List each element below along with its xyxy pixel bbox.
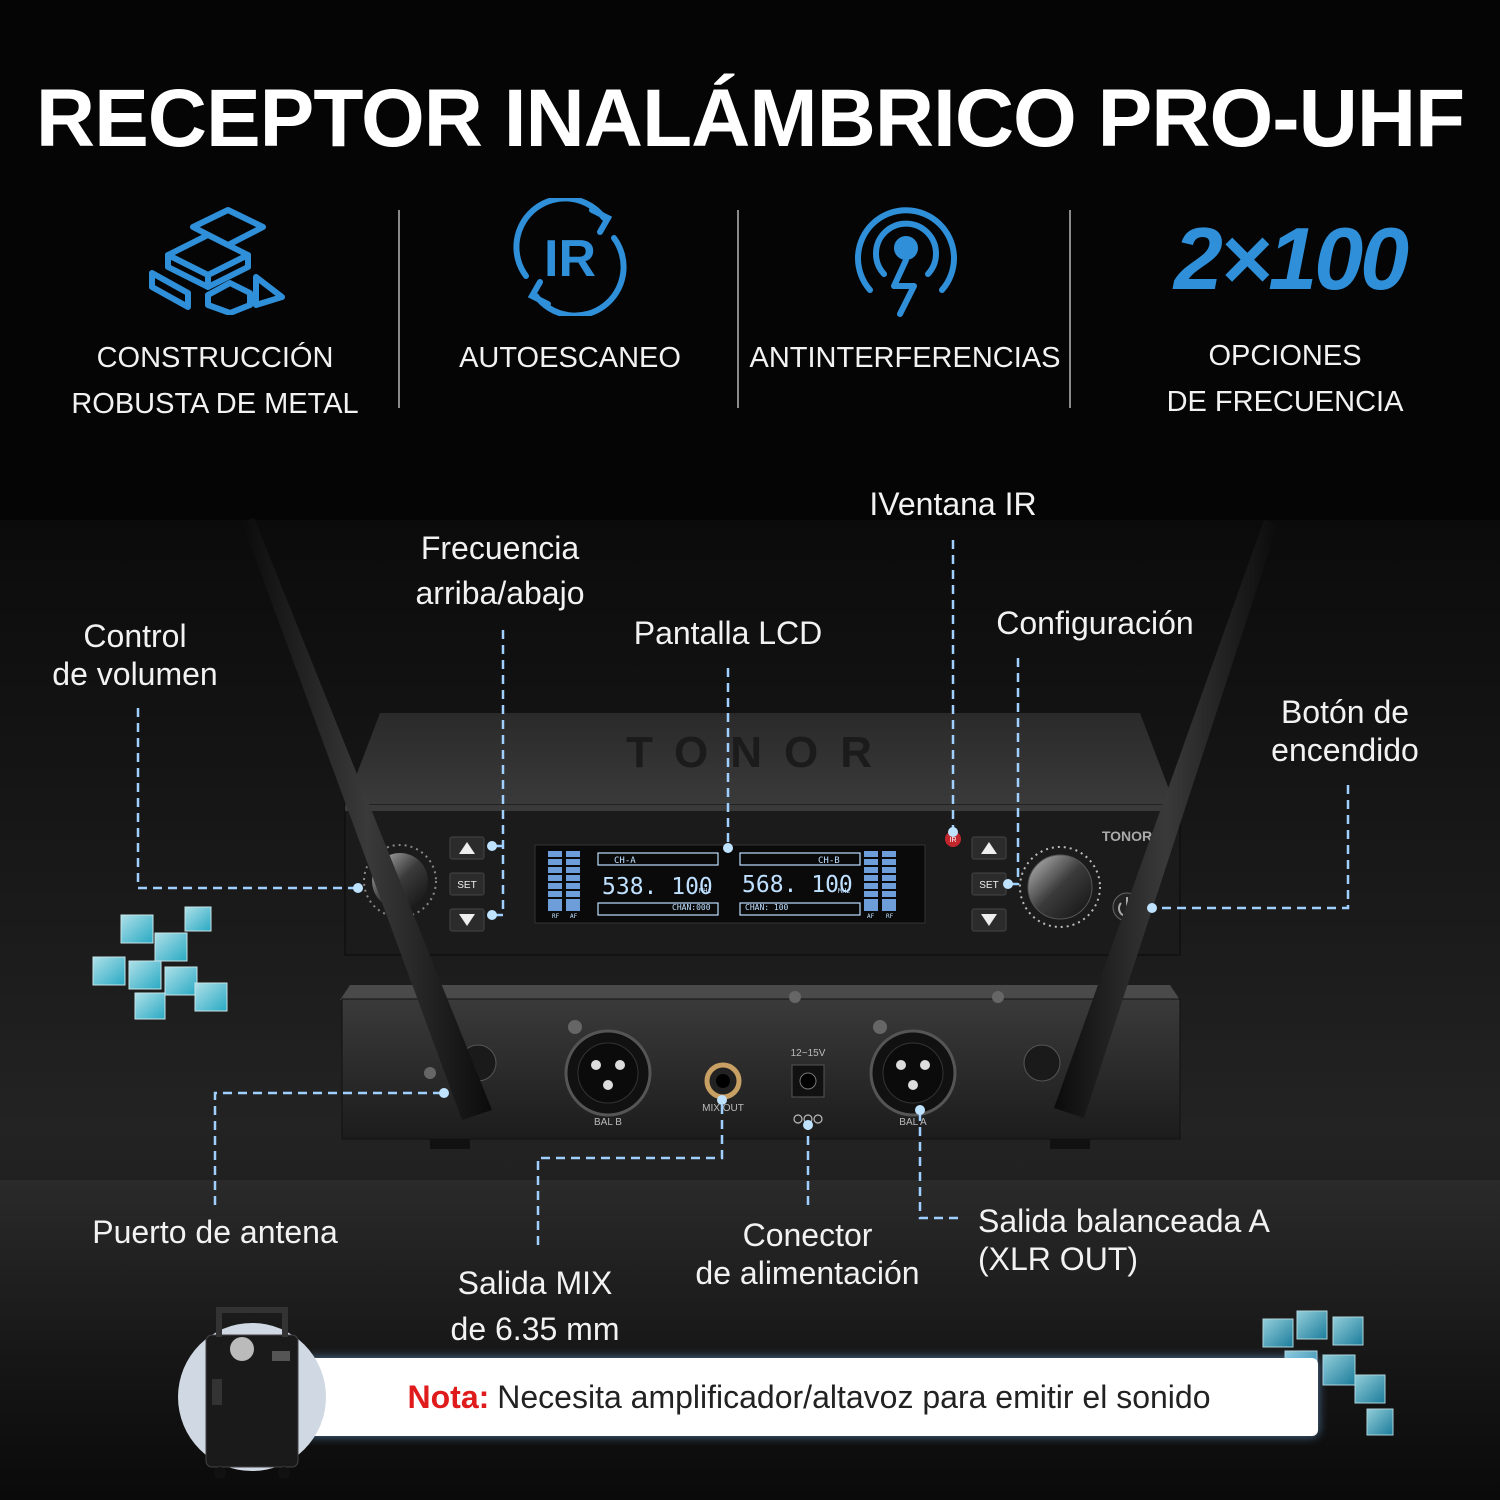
lcd-rf-a: RF [552,913,560,920]
page-title: RECEPTOR INALÁMBRICO PRO-UHF [35,73,1465,164]
feature-autoscan-line1: AUTOESCANEO [459,342,681,374]
note-body: Necesita amplificador/altavoz para emiti… [497,1378,1211,1415]
ir-scan-icon: IR [513,198,627,316]
lcd-ch-a: CH-A [614,856,636,866]
callout-power-button: Botón de encendido [1250,693,1440,769]
note-label: Nota: [407,1378,490,1415]
lcd-freq-b: 568. 100 [742,872,853,898]
lcd-unit-b: MHz [838,887,851,895]
antenna-right [1054,520,1278,1118]
left-button-group: SET [449,836,485,932]
callout-volume-line1: Control [83,618,187,654]
callout-volume-line2: de volumen [52,656,218,692]
callout-lcd: Pantalla LCD [633,615,823,651]
lcd-ch-b: CH-B [818,856,840,866]
bal-b-label: BAL B [594,1117,622,1128]
callout-ir-window: IVentana IR [869,486,1037,522]
receiver-back-unit: BAL B MIX OUT 12~15V BAL A [340,985,1181,1149]
callout-power-line2: encendido [1271,732,1419,768]
callout-bal-out-line2: (XLR OUT) [978,1241,1138,1277]
feature-freq-line1: OPCIONES [1208,340,1362,372]
callout-power-conn-line1: Conector [742,1217,873,1253]
callout-frequency: Frecuencia arriba/abajo [385,526,615,616]
receiver-front-unit: TONOR CH-A CH-B 538. 100 568. 100 MHz MH… [344,713,1181,956]
frequency-count: 2×100 [1173,209,1409,308]
lcd-af-b: AF [867,913,875,920]
lcd-af-a: AF [570,913,578,920]
callout-mix-out: Salida MIX de 6.35 mm [430,1260,640,1352]
set-label-right: SET [979,880,998,891]
feature-autoscan-label: AUTOESCANEO [430,335,710,381]
callout-frequency-line1: Frecuencia [420,530,580,566]
callout-balanced-out: Salida balanceada A (XLR OUT) [978,1202,1308,1278]
lcd-chan-b: CHAN: 100 [745,903,789,912]
lcd-rf-b: RF [886,913,894,920]
feature-metal-line2: ROBUSTA DE METAL [71,388,359,420]
cube-decoration-left [92,906,228,1020]
feature-anti-line1: ANTINTERFERENCIAS [749,342,1061,374]
divider-3 [1069,210,1071,408]
lcd-unit-a: MHz [699,887,712,895]
divider-1 [398,210,400,408]
lcd-chan-a: CHAN:000 [672,903,711,912]
voltage-label: 12~15V [791,1048,826,1059]
right-button-group: SET [971,836,1007,932]
callout-mix-out-line2: de 6.35 mm [450,1311,620,1347]
callout-frequency-line2: arriba/abajo [415,575,585,611]
callout-power-conn-line2: de alimentación [695,1255,920,1291]
callout-power-line1: Botón de [1280,694,1410,730]
speaker-thumbnail [178,1307,326,1479]
metal-bars-icon [149,207,285,315]
bal-a-label: BAL A [899,1117,927,1128]
callout-bal-out-line1: Salida balanceada A [978,1203,1270,1239]
feature-metal-line1: CONSTRUCCIÓN [96,342,334,374]
callout-volume: Control de volumen [30,617,240,693]
set-label-left: SET [457,880,476,891]
callout-antenna-port: Puerto de antena [92,1214,338,1250]
ir-badge-text: IR [544,230,596,288]
feature-metal-label: CONSTRUCCIÓN ROBUSTA DE METAL [60,335,370,427]
note-text: Nota: Necesita amplificador/altavoz para… [300,1358,1318,1436]
callout-config: Configuración [996,605,1194,641]
callout-mix-out-line1: Salida MIX [457,1265,613,1301]
anti-interference-icon [855,207,957,317]
brand-top-embossed: TONOR [626,728,894,777]
brand-front: TONOR [1102,828,1152,844]
callout-power-connector: Conector de alimentación [675,1216,940,1292]
ir-window-label: IR [950,837,957,844]
feature-anti-label: ANTINTERFERENCIAS [745,335,1065,381]
lcd-freq-a: 538. 100 [602,874,713,900]
feature-freq-label: OPCIONES DE FRECUENCIA [1130,333,1440,425]
antenna-left [242,518,492,1120]
note-banner [300,1358,1318,1436]
divider-2 [737,210,739,408]
feature-freq-line2: DE FRECUENCIA [1166,386,1404,418]
